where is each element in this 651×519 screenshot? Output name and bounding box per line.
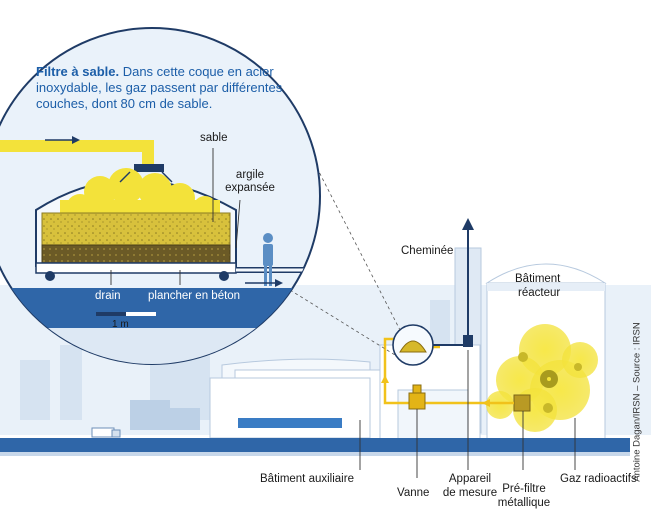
label-appareil-2: de mesure <box>442 487 498 499</box>
caption-text: Dans cette coque en acier inoxydable, le… <box>36 64 283 111</box>
measuring-device <box>463 335 473 347</box>
label-prefiltre-2: métallique <box>497 497 551 509</box>
label-gaz: Gaz radioactifs <box>560 473 637 485</box>
filter-caption: Filtre à sable. Dans cette coque en acie… <box>36 64 326 112</box>
exhaust-pipe <box>433 228 469 346</box>
label-cheminee: Cheminée <box>401 245 454 257</box>
radiation-icon <box>518 352 582 413</box>
credit-text: Antoine Dagan/IRSN – Source : IRSN <box>631 322 643 482</box>
label-prefiltre-1: Pré-filtre <box>502 483 546 495</box>
city-dark <box>130 400 200 430</box>
label-argile-1: argile <box>235 169 265 181</box>
label-vanne: Vanne <box>397 487 430 499</box>
pipe-arrows <box>381 375 490 407</box>
auxiliary-building <box>209 344 481 441</box>
label-reacteur-1: Bâtiment <box>515 273 561 285</box>
exhaust-arrow <box>462 218 474 230</box>
prefilter-box <box>513 394 531 412</box>
valve-icon <box>408 384 426 410</box>
label-sable: sable <box>200 132 228 144</box>
small-sand-filter <box>392 324 434 366</box>
label-drain: drain <box>95 290 121 302</box>
caption-title: Filtre à sable. <box>36 64 120 79</box>
ground <box>0 438 630 452</box>
radioactive-gas-cloud <box>486 324 598 432</box>
label-argile-2: expansée <box>225 182 275 194</box>
label-plancher: plancher en béton <box>148 290 241 302</box>
label-appareil-1: Appareil <box>448 473 492 485</box>
label-batiment-auxiliaire: Bâtiment auxiliaire <box>260 473 354 485</box>
leader-lines <box>359 350 576 478</box>
credit-container: Antoine Dagan/IRSN – Source : IRSN <box>631 302 643 502</box>
ground-edge <box>0 452 630 456</box>
label-reacteur-2: réacteur <box>518 287 561 299</box>
label-scale: 1 m <box>112 319 129 330</box>
truck-icon <box>91 427 121 438</box>
